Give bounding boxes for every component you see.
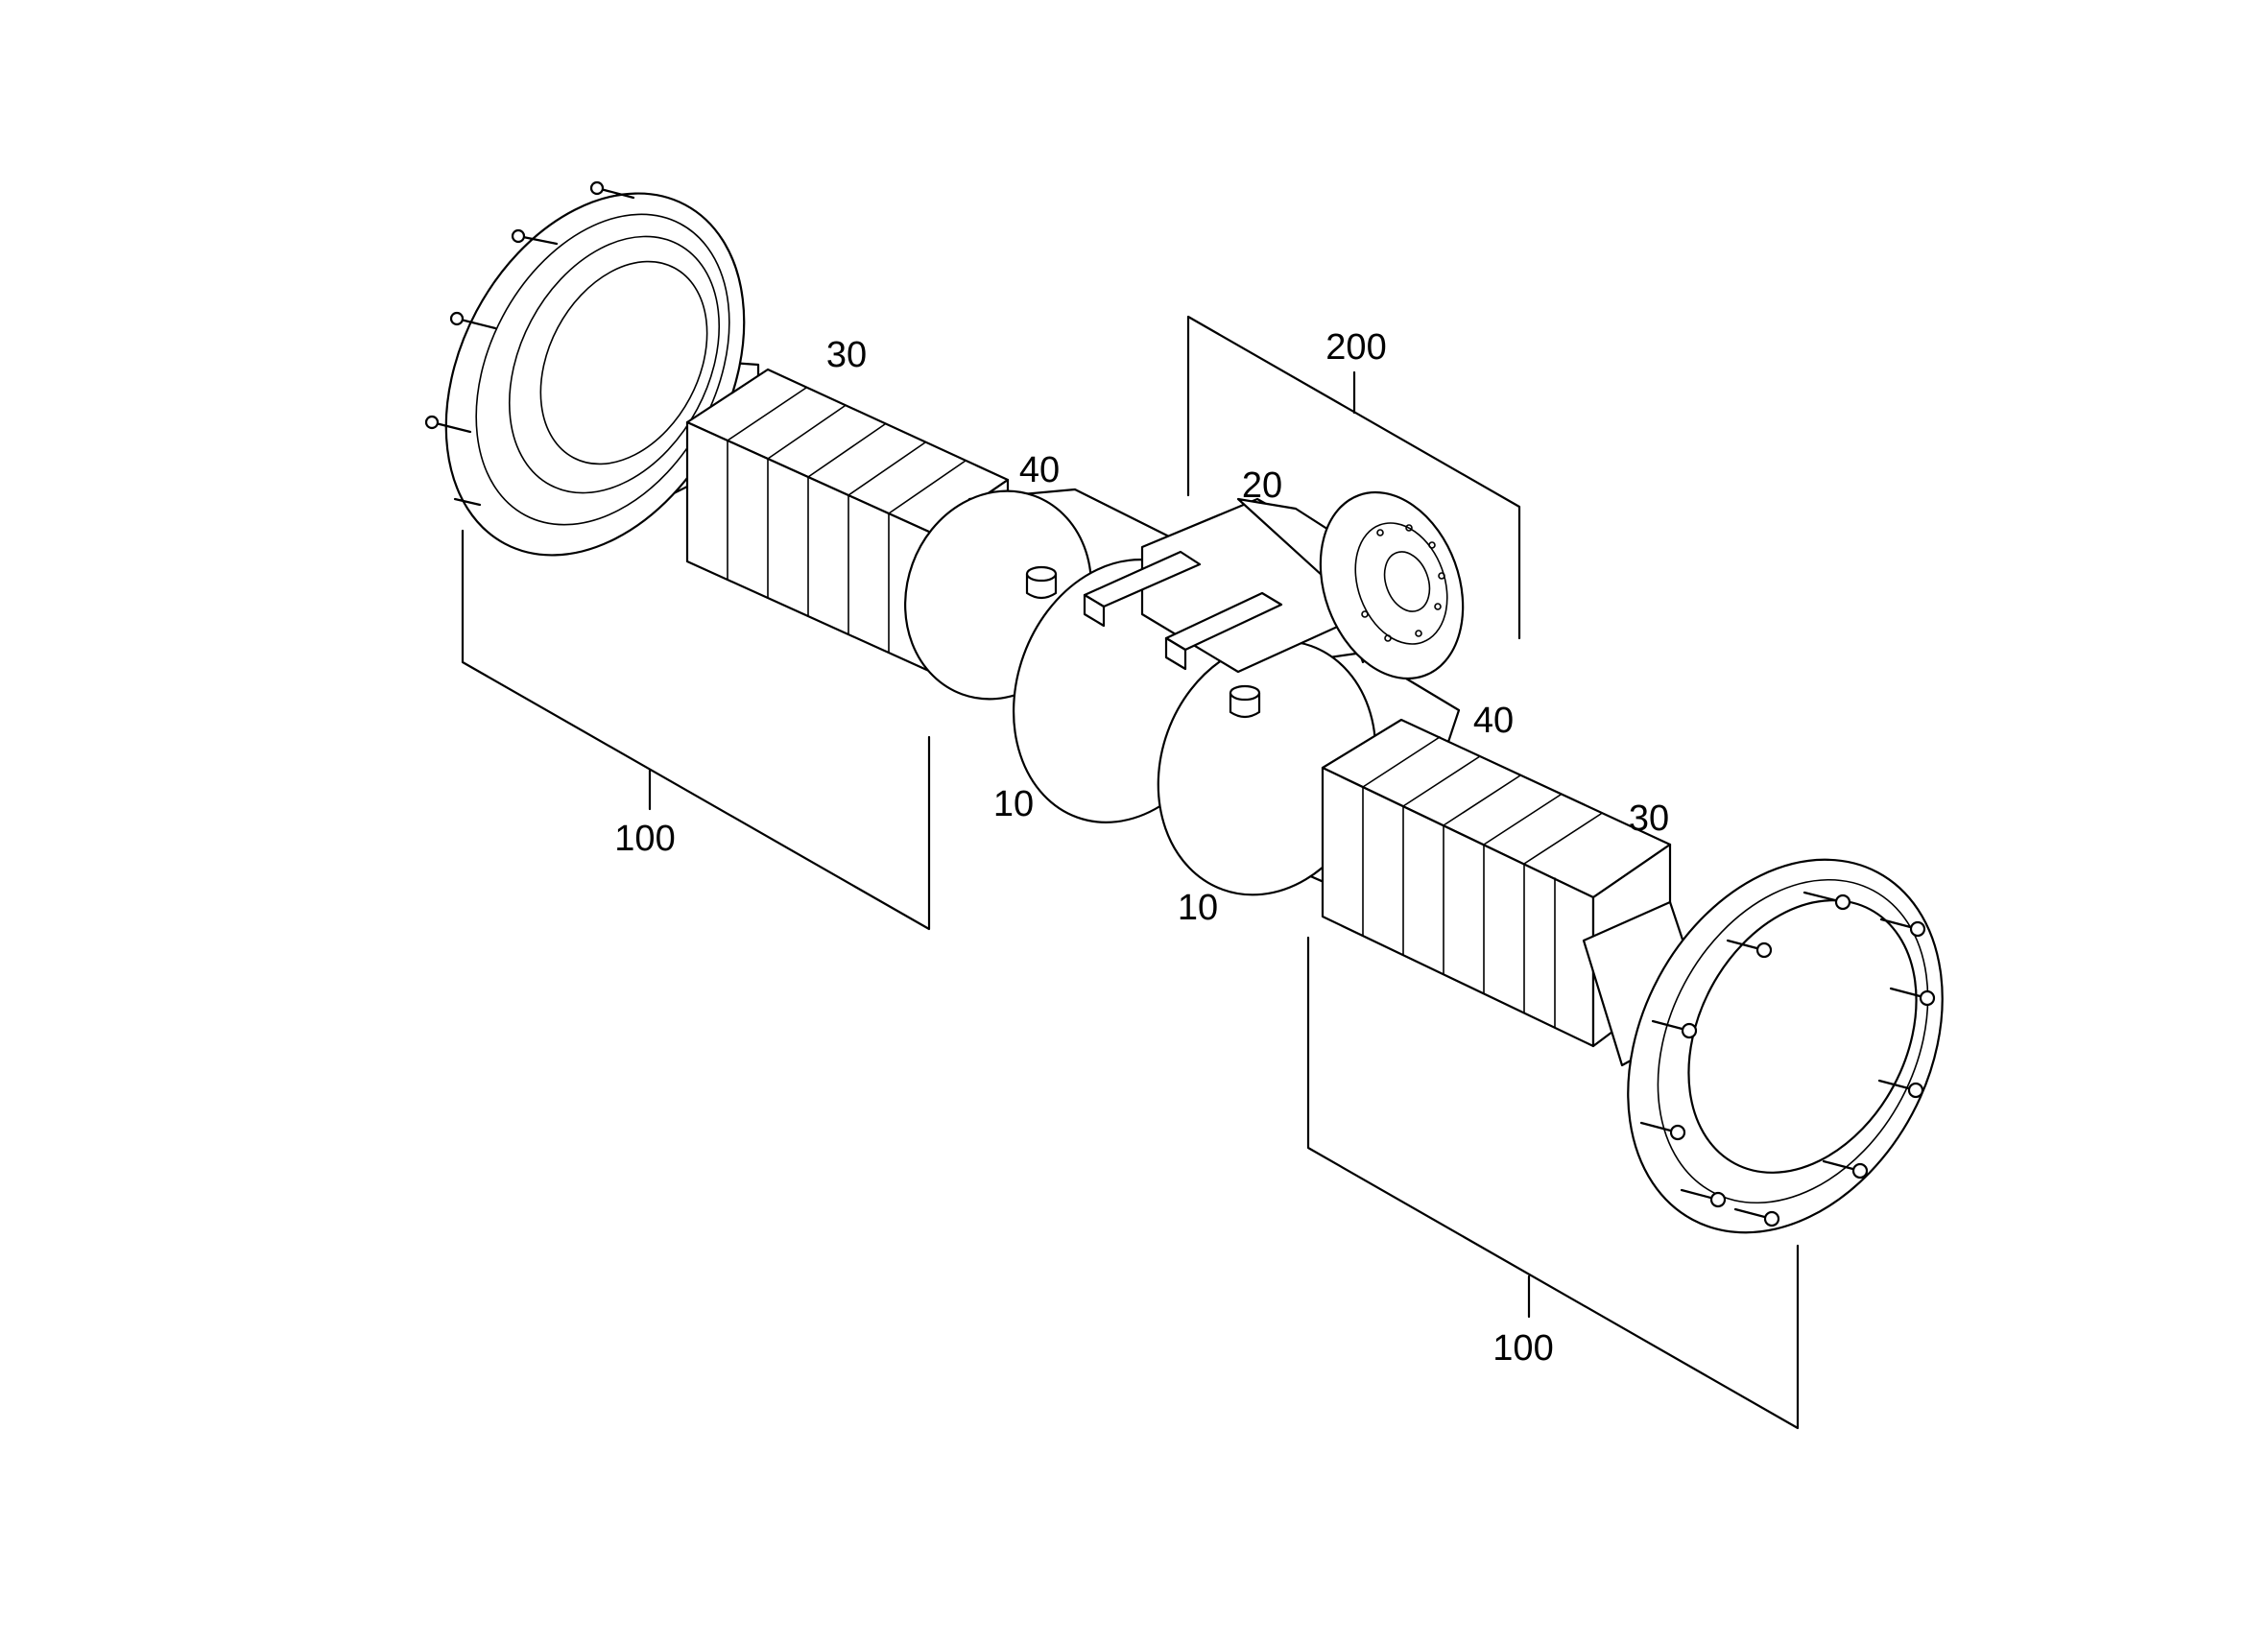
input-flange-bolt-holes: [1361, 524, 1445, 642]
differential-carrier: [1083, 497, 1365, 674]
label-housing-right: 10: [1178, 888, 1218, 928]
label-seal-left: 40: [1019, 450, 1060, 490]
input-flange: [1319, 490, 1465, 680]
left-hub-studs: [424, 180, 635, 507]
bracket-left-hub: [461, 529, 931, 931]
left-wheel-hub: [424, 180, 760, 557]
label-seal-right: 40: [1473, 701, 1514, 741]
bracket-right-hub: [1306, 936, 1800, 1430]
right-wheel-hub: [1582, 858, 1944, 1234]
label-brake-left: 30: [826, 335, 867, 375]
label-hub-left: 100: [614, 819, 675, 859]
label-differential: 20: [1242, 465, 1282, 506]
bracket-input-assembly: [1186, 315, 1521, 640]
label-housing-left: 10: [993, 784, 1034, 824]
label-input-assembly: 200: [1325, 327, 1386, 368]
right-hub-studs: [1639, 891, 1936, 1227]
label-brake-right: 30: [1629, 798, 1669, 839]
label-hub-right: 100: [1492, 1328, 1553, 1369]
